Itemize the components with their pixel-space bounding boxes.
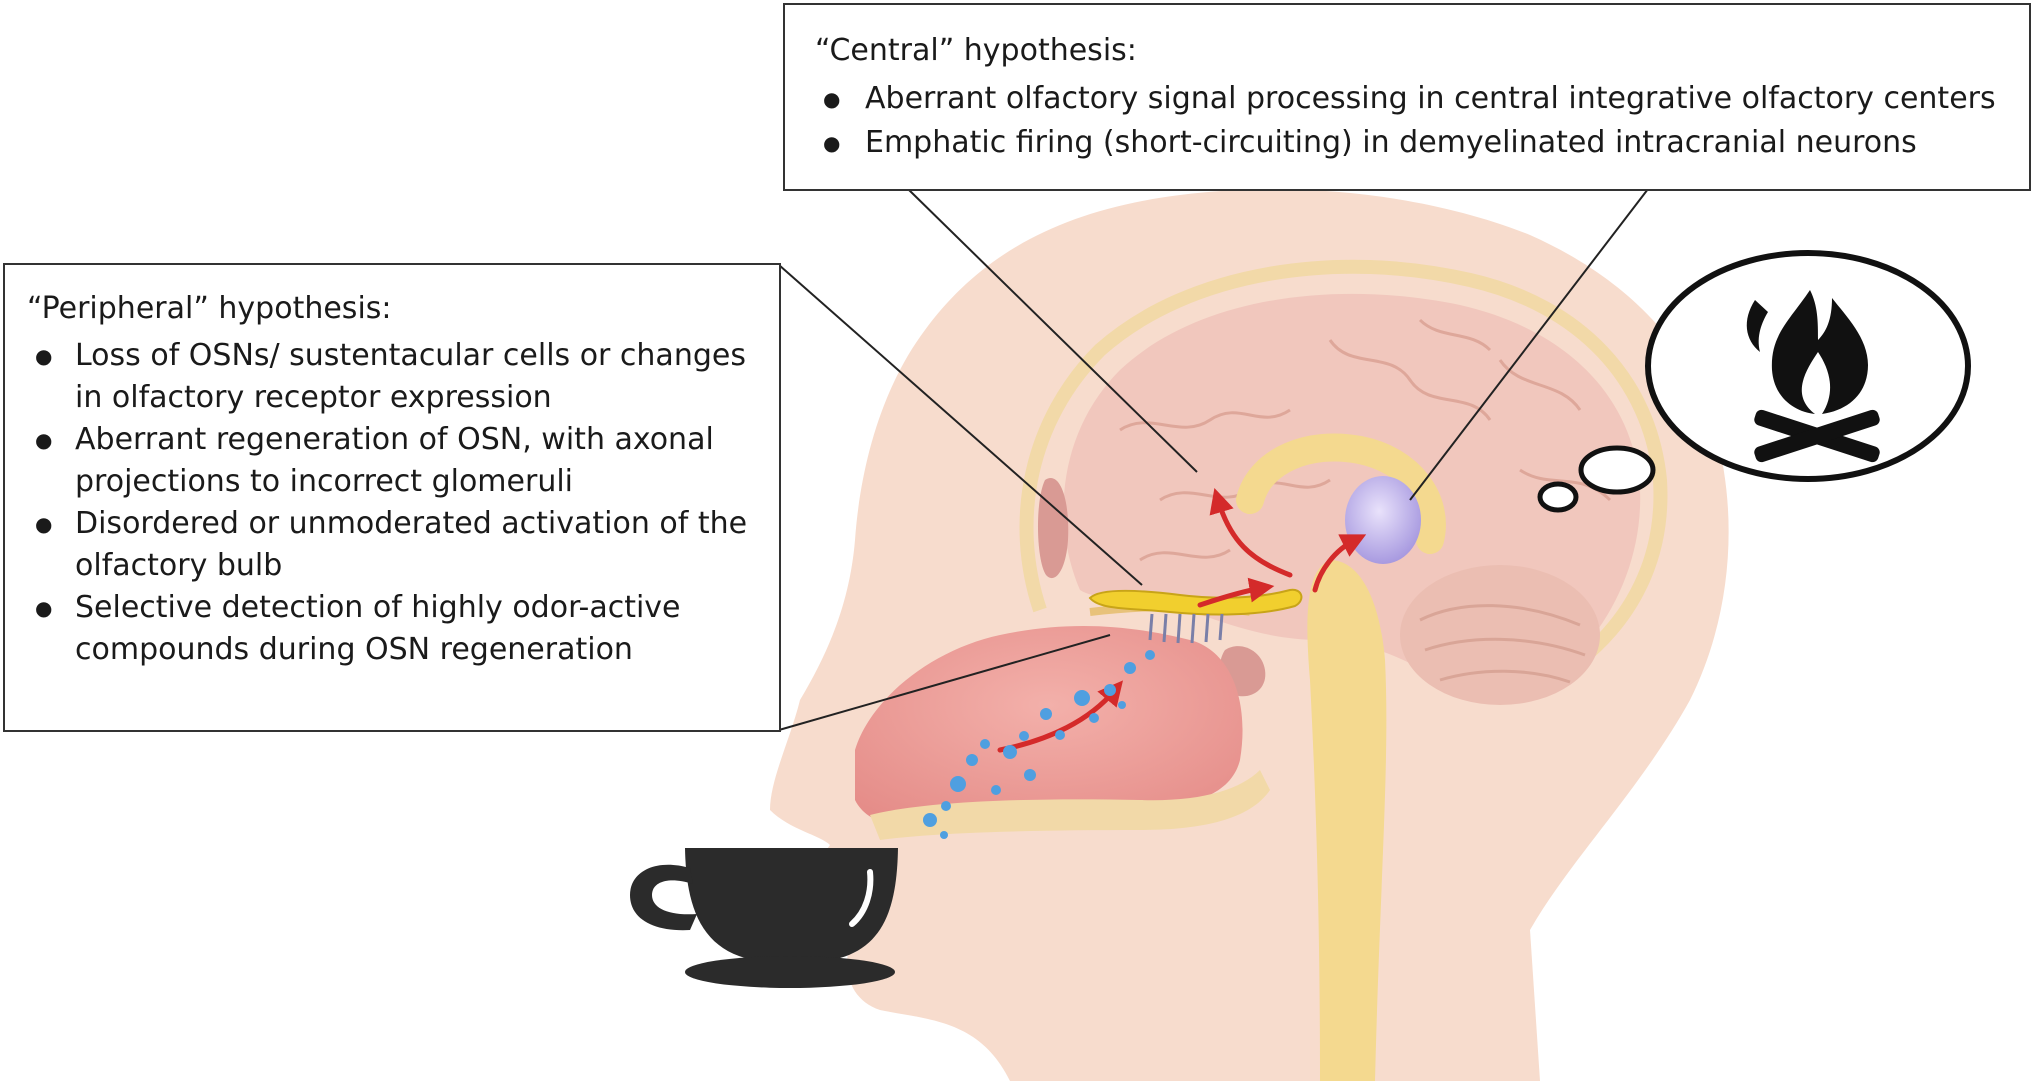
campfire-icon bbox=[1746, 290, 1880, 463]
peripheral-item: Selective detection of highly odor-activ… bbox=[27, 587, 763, 671]
skull-bone bbox=[1019, 259, 1668, 666]
peripheral-item: Disordered or unmoderated activation of … bbox=[27, 503, 763, 587]
central-connector-left bbox=[907, 188, 1198, 473]
peripheral-item: Aberrant regeneration of OSN, with axona… bbox=[27, 419, 763, 503]
cortex-arrow bbox=[1209, 488, 1293, 578]
palate bbox=[870, 770, 1270, 840]
nasal-cavity bbox=[855, 625, 1243, 824]
corpus-callosum bbox=[1236, 433, 1446, 554]
bulb-to-cortex-arrow bbox=[1197, 577, 1275, 608]
odor-pathway-arrow bbox=[997, 680, 1124, 753]
frontal-sinus bbox=[1037, 478, 1069, 579]
central-connector-right bbox=[1409, 188, 1649, 501]
thalamus bbox=[1345, 476, 1421, 564]
peripheral-item: Loss of OSNs/ sustentacular cells or cha… bbox=[27, 335, 763, 419]
central-item: Aberrant olfactory signal processing in … bbox=[815, 77, 1999, 121]
brainstem-spinal-cord bbox=[1307, 560, 1387, 1081]
signal-arrows bbox=[997, 488, 1367, 753]
odor-droplets-icon bbox=[923, 650, 1155, 839]
peripheral-connector-bottom bbox=[778, 634, 1111, 731]
peripheral-connector-top bbox=[778, 264, 1143, 586]
central-hypothesis-box: “Central” hypothesis: Aberrant olfactory… bbox=[783, 3, 2031, 191]
cerebellum bbox=[1400, 565, 1600, 705]
coffee-cup-icon bbox=[630, 848, 898, 988]
olfactory-nerve-fibers bbox=[1148, 613, 1224, 644]
thalamus-arrow bbox=[1312, 534, 1367, 593]
cerebellum-folds bbox=[1419, 604, 1586, 684]
olfactory-bulb-tract bbox=[1088, 588, 1303, 616]
central-hypothesis-list: Aberrant olfactory signal processing in … bbox=[815, 77, 1999, 165]
central-item: Emphatic firing (short-circuiting) in de… bbox=[815, 121, 1999, 165]
central-hypothesis-title: “Central” hypothesis: bbox=[815, 33, 1137, 68]
head-illustration bbox=[770, 189, 1729, 1081]
peripheral-hypothesis-box: “Peripheral” hypothesis: Loss of OSNs/ s… bbox=[3, 263, 781, 732]
connector-lines bbox=[778, 188, 1649, 731]
peripheral-hypothesis-title: “Peripheral” hypothesis: bbox=[27, 291, 392, 326]
peripheral-hypothesis-list: Loss of OSNs/ sustentacular cells or cha… bbox=[27, 335, 763, 671]
